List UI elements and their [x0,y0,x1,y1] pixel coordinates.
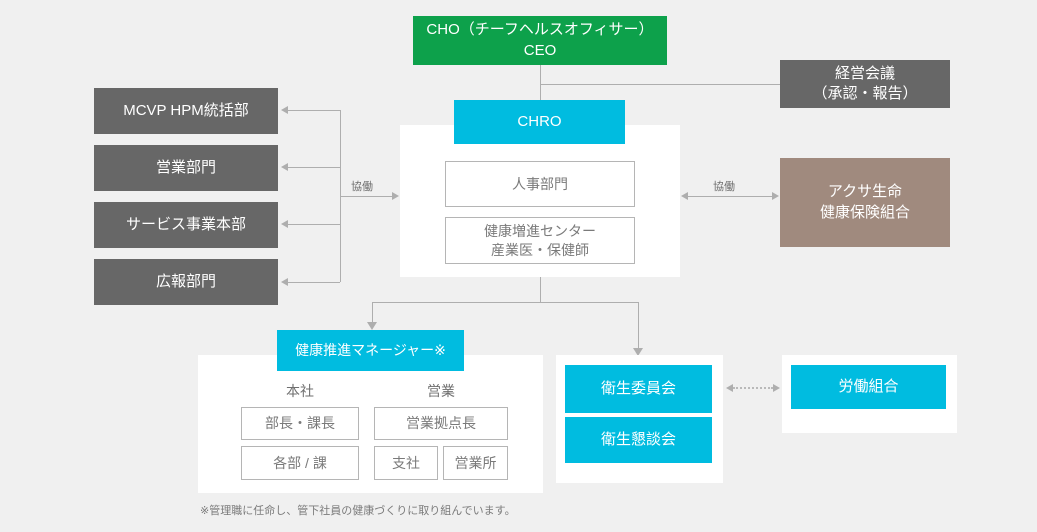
node-dept-service: サービス事業本部 [94,202,278,248]
label-right-collab: 協働 [713,181,735,193]
node-hygiene-discussion: 衛生懇談会 [565,417,712,463]
node-hr-department-label: 人事部門 [512,175,568,192]
manager-col-head-sales: 営業 [427,383,455,399]
connector-cho-to-chro [540,65,541,100]
node-labor-union: 労働組合 [791,365,946,409]
connector-branch-sales [288,167,340,168]
connector-bottom-split [372,302,638,303]
node-chro: CHRO [454,100,625,144]
connector-center-down [540,277,541,302]
label-left-collab: 協働 [351,181,373,193]
node-labor-union-label: 労働組合 [838,377,899,395]
node-hq-bucho-kacho-label: 部長・課長 [265,415,335,432]
arrowhead-committee-union-right [773,384,780,392]
node-board-meeting: 経営会議 （承認・報告） [780,60,950,108]
connector-to-manager [372,302,373,324]
manager-footnote: ※管理職に任命し、管下社員の健康づくりに取り組んでいます。 [200,505,516,517]
node-hygiene-discussion-label: 衛生懇談会 [600,430,676,448]
node-axa-line2: 健康保険組合 [819,203,910,221]
node-hygiene-committee-label: 衛生委員会 [600,379,676,397]
node-dept-pr-label: 広報部門 [155,272,216,290]
arrowhead-left-collab [392,192,399,200]
node-dept-sales-label: 営業部門 [155,158,216,176]
arrowhead-to-committee [633,348,643,356]
node-health-manager-header: 健康推進マネージャー※ [277,330,464,371]
node-sales-shisha-label: 支社 [392,454,420,471]
node-axa-health-insurance: アクサ生命 健康保険組合 [780,158,950,247]
arrowhead-mcvp [281,106,288,114]
node-cho-line1: CHO（チーフヘルスオフィサー） [426,21,654,39]
arrowhead-service [281,220,288,228]
node-health-center-line2: 産業医・保健師 [491,241,589,258]
node-health-manager-label: 健康推進マネージャー※ [295,342,446,359]
node-sales-kyotencho: 営業拠点長 [374,407,508,440]
node-hq-kakubu-ka: 各部 / 課 [241,446,359,480]
node-hq-kakubu-ka-label: 各部 / 課 [273,454,327,471]
arrowhead-right-collab-left [681,192,688,200]
connector-cho-to-board [540,84,780,85]
node-sales-eigyosho: 営業所 [443,446,508,480]
node-hr-department: 人事部門 [445,161,635,207]
arrowhead-sales [281,163,288,171]
arrowhead-committee-union-left [726,384,733,392]
connector-left-trunk-lower [340,224,341,282]
arrowhead-right-collab-right [772,192,779,200]
node-hq-bucho-kacho: 部長・課長 [241,407,359,440]
node-sales-eigyosho-label: 営業所 [454,454,497,471]
node-axa-line1: アクサ生命 [827,183,903,201]
node-sales-shisha: 支社 [374,446,438,480]
node-chro-label: CHRO [517,112,562,130]
node-cho-line2: CEO [523,41,557,59]
connector-branch-mcvp [288,110,340,111]
connector-left-collab [340,196,392,197]
connector-committee-union [733,387,773,389]
node-sales-kyotencho-label: 営業拠点長 [406,415,476,432]
manager-col-head-hq: 本社 [286,383,314,399]
connector-branch-pr [288,282,340,283]
node-board-line2: （承認・報告） [812,85,918,102]
node-health-center-line1: 健康増進センター [484,222,596,239]
node-health-center: 健康増進センター 産業医・保健師 [445,217,635,264]
arrowhead-pr [281,278,288,286]
node-hygiene-committee: 衛生委員会 [565,365,712,413]
node-dept-sales: 営業部門 [94,145,278,191]
connector-to-committee [638,302,639,350]
node-dept-pr: 広報部門 [94,259,278,305]
node-cho: CHO（チーフヘルスオフィサー） CEO [413,16,667,65]
node-dept-mcvp-hpm: MCVP HPM統括部 [94,88,278,134]
connector-right-collab [688,196,772,197]
node-dept-mcvp-hpm-label: MCVP HPM統括部 [123,101,249,119]
connector-branch-service [288,224,340,225]
node-board-line1: 経営会議 [834,64,895,82]
arrowhead-to-manager [367,322,377,330]
node-dept-service-label: サービス事業本部 [125,215,246,233]
